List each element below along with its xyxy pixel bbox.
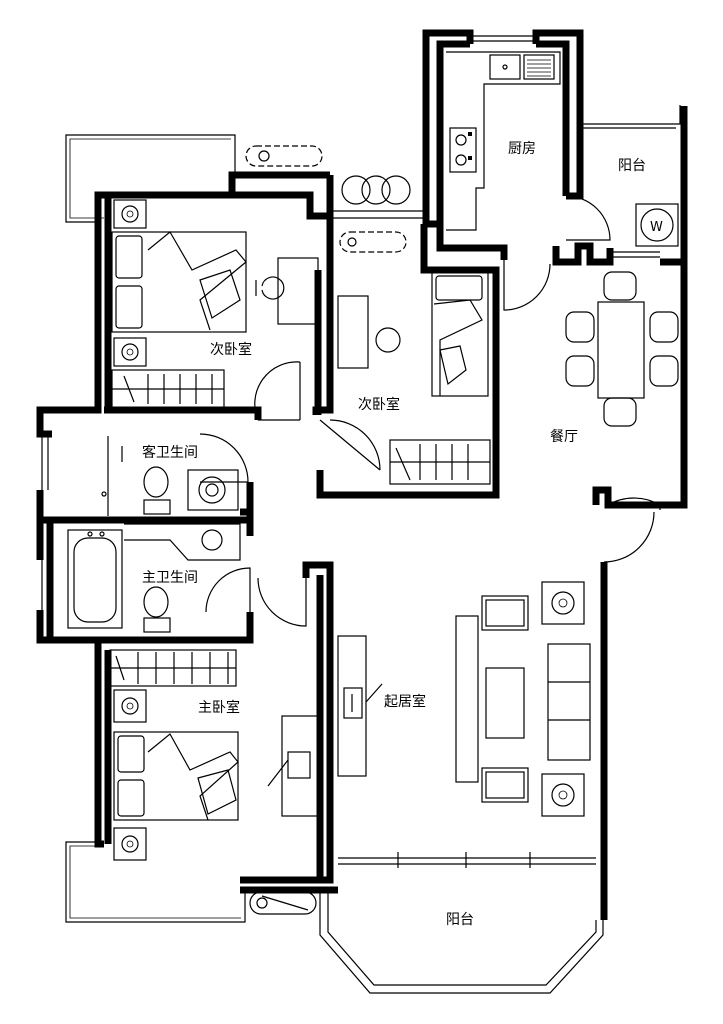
kitchen-label: 厨房 [508, 141, 536, 157]
master-bedroom-label: 主卧室 [198, 699, 240, 716]
bedroom-b-label: 次卧室 [358, 396, 400, 413]
dining-table-set [565, 271, 679, 427]
master-bathroom-fixtures [67, 523, 241, 633]
dining-label: 餐厅 [550, 429, 578, 445]
walls [36, 29, 688, 920]
bedroom-a-furniture [111, 199, 319, 409]
aircon-unit [249, 891, 317, 915]
bedroom-a-label: 次卧室 [210, 341, 252, 358]
guest-bathroom-label: 客卫生间 [142, 444, 198, 461]
kitchen-counter [446, 51, 561, 231]
bedroom-b-furniture [245, 145, 491, 485]
doors [199, 195, 661, 627]
window-kitchen [470, 35, 536, 42]
washer-symbol: W [650, 220, 663, 235]
living-room-furniture [337, 581, 591, 817]
balcony-bottom-left-outline [65, 841, 246, 923]
living-room-label: 起居室 [384, 693, 426, 710]
guest-bathroom-fixtures [101, 436, 239, 516]
master-bathroom-label: 主卫生间 [142, 570, 198, 586]
window-left-bath [41, 434, 49, 610]
balcony-top-label: 阳台 [618, 158, 646, 174]
living-room-leader [365, 683, 383, 703]
balcony-top-right-outline [580, 105, 681, 129]
master-bedroom-furniture [109, 649, 319, 861]
washing-machine [635, 203, 679, 247]
balcony-bottom-label: 阳台 [446, 912, 474, 928]
balcony-bottom-outline [319, 852, 604, 994]
balcony-top-left-outline [65, 134, 236, 223]
window-bedroom [330, 210, 660, 258]
